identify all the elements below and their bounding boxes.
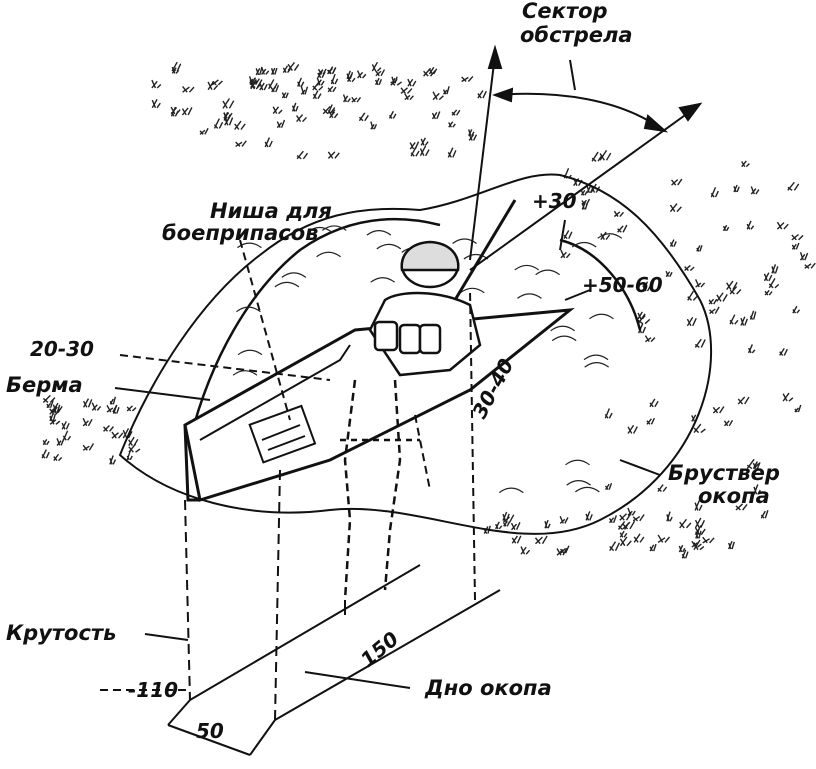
mound-shading (230, 225, 623, 494)
soldier-figure (340, 240, 482, 601)
parapet-mound (118, 173, 713, 535)
fire-sector-label-1: Сектор (522, 0, 608, 23)
berm-label: Берма (6, 373, 83, 397)
fire-sector-label-2: обстрела (520, 23, 633, 47)
length-value: 150 (356, 627, 403, 672)
bottom-width-value: 50 (196, 719, 224, 743)
parapet-label-1: Бруствер (668, 461, 780, 485)
parapet-side-height: +50-60 (582, 273, 663, 297)
trench-pit (183, 308, 575, 502)
depth-value: -110 (128, 678, 178, 702)
parapet-front-height: +30 (532, 189, 577, 213)
rifle (453, 199, 517, 301)
ammo-niche-label-1: Ниша для (210, 199, 332, 223)
parapet-label-2: окопа (698, 484, 770, 508)
slope-label: Крутость (6, 621, 116, 645)
dimension-lines (100, 219, 661, 756)
berm-width-value: 20-30 (30, 337, 94, 361)
trench-bottom-label: Дно окопа (424, 676, 552, 700)
fire-sector-arrows (469, 44, 703, 271)
ammo-niche-label-2: боеприпасов (162, 221, 318, 245)
ground-texture (41, 61, 816, 559)
